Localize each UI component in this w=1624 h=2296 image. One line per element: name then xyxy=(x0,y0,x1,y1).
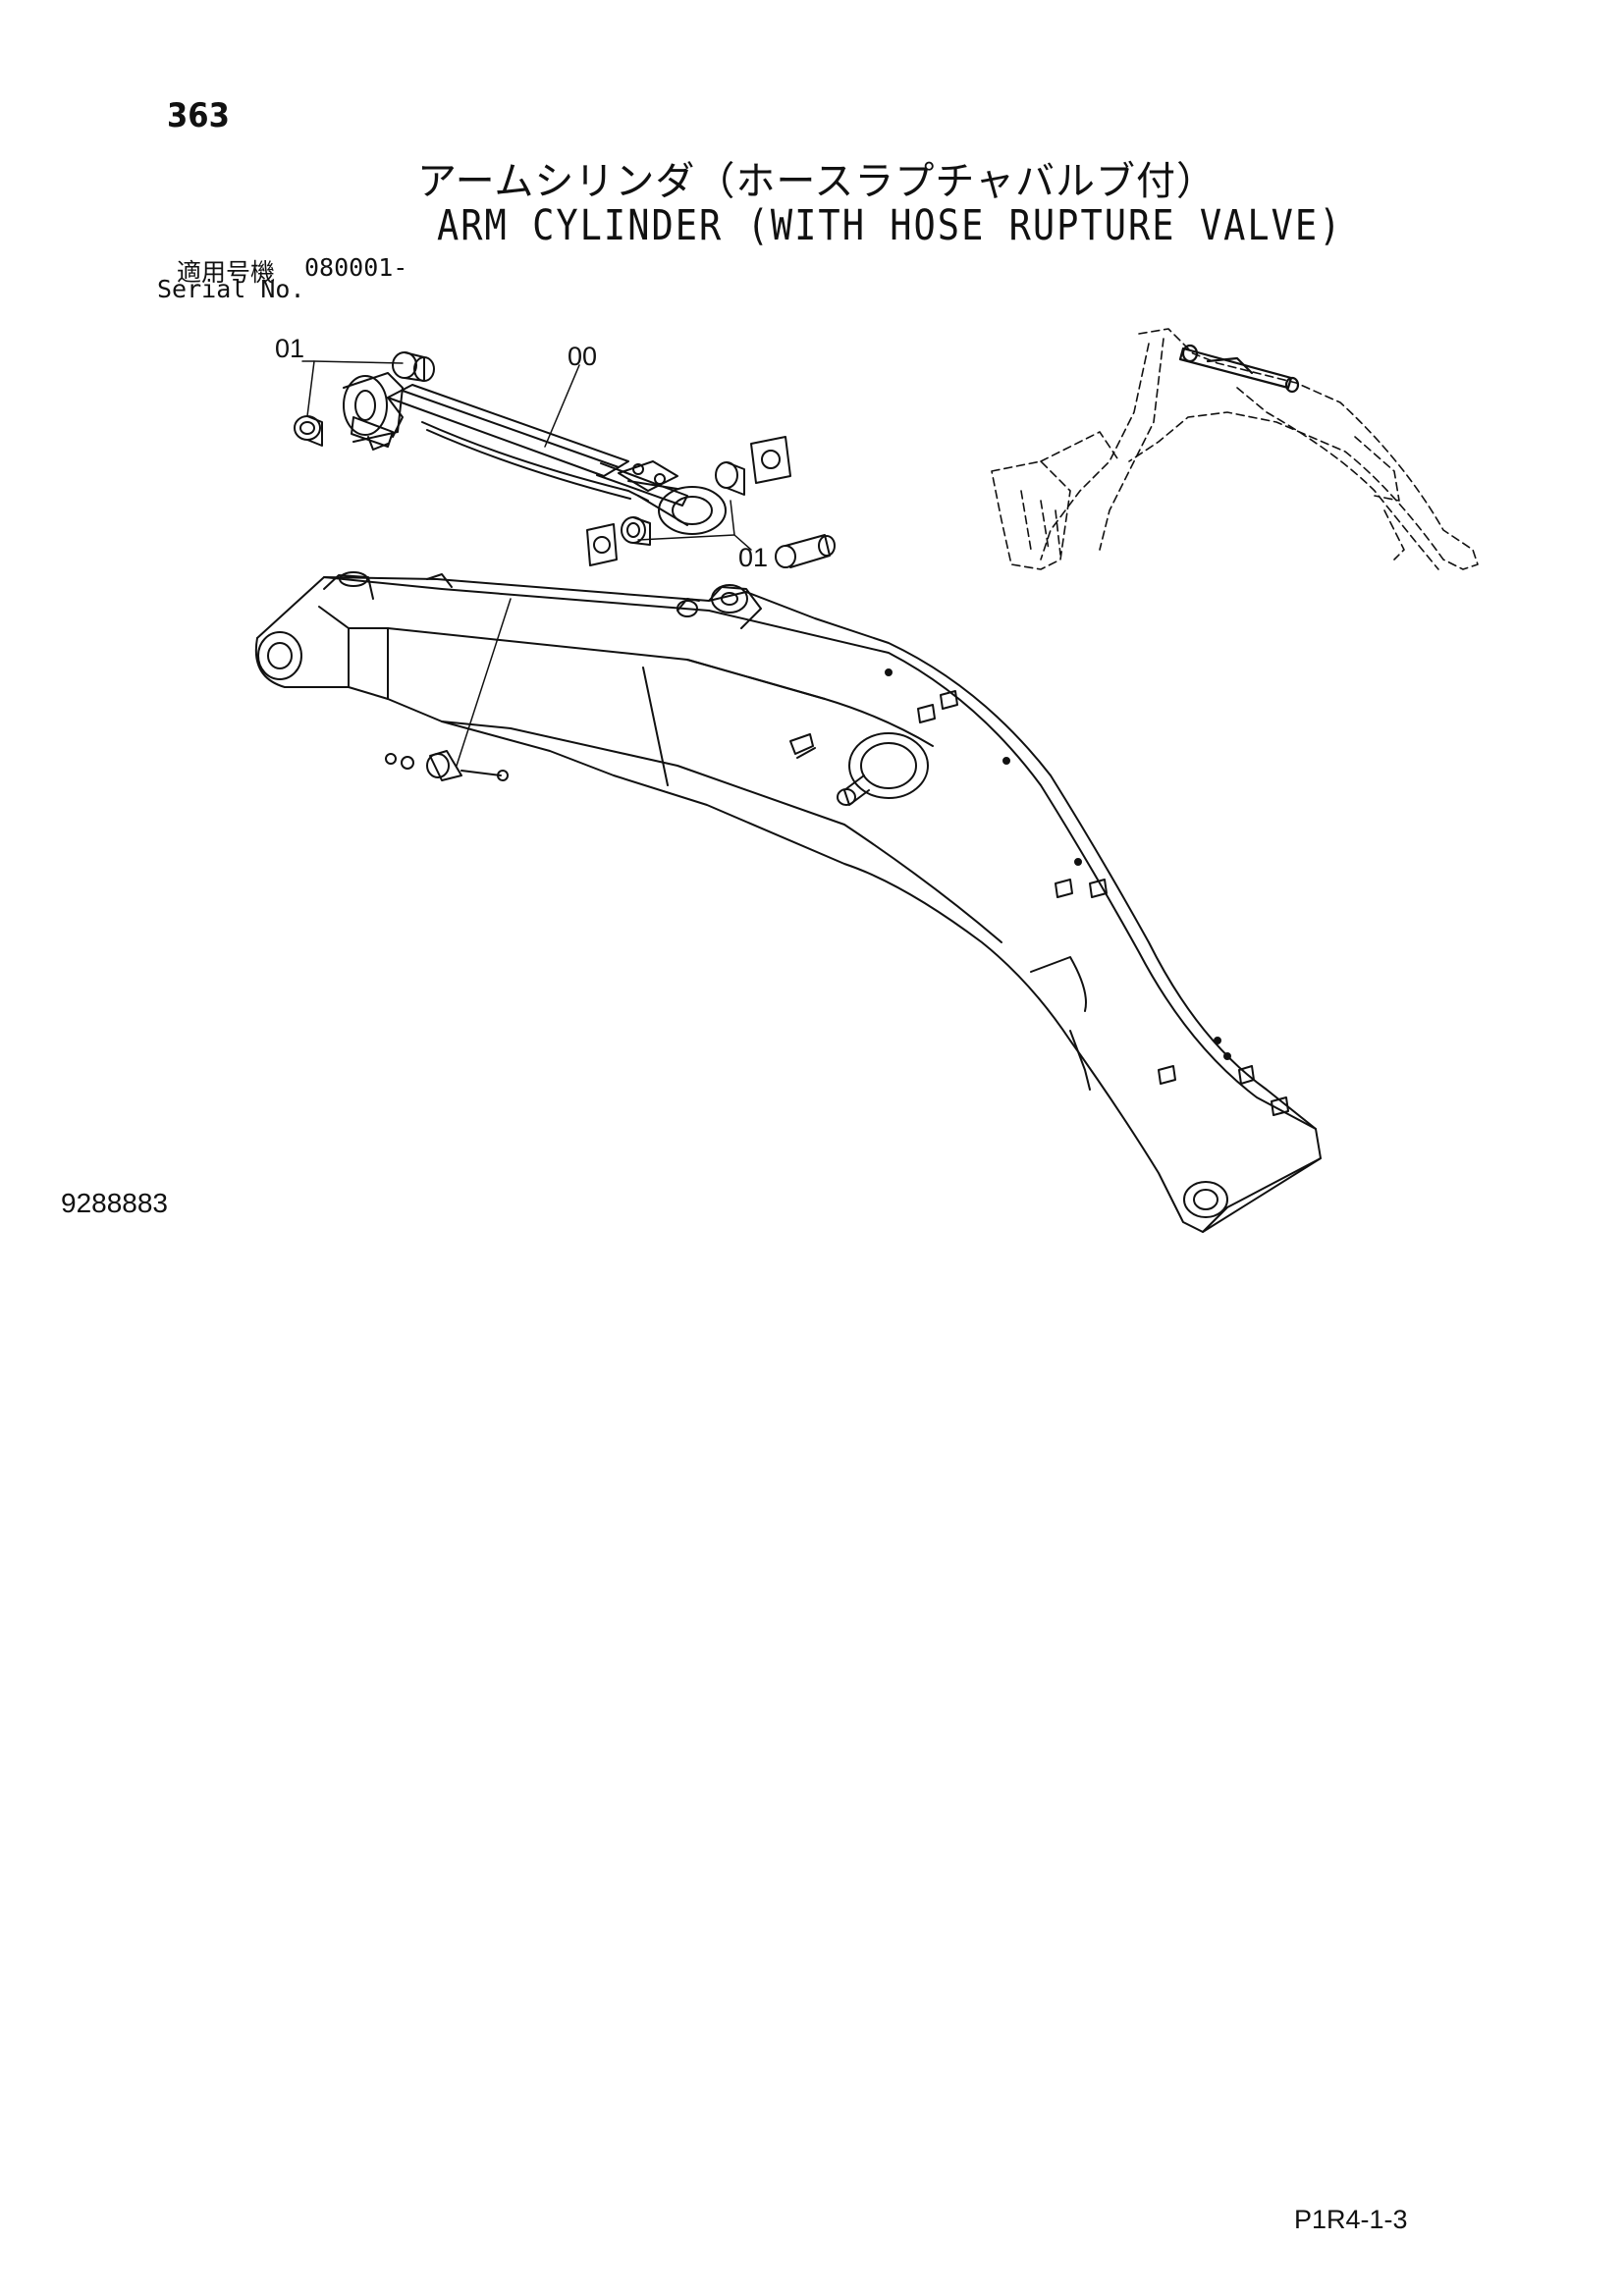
serial-label-english: Serial No. xyxy=(157,275,305,303)
title-english: ARM CYLINDER (WITH HOSE RUPTURE VALVE) xyxy=(437,201,1343,250)
serial-value: 080001- xyxy=(304,253,408,282)
bushing-right-lower xyxy=(622,517,650,545)
serial-label-japanese: 適用号機 xyxy=(177,258,276,287)
callout-00-cylinder: 00 xyxy=(568,342,598,371)
callout-leaders xyxy=(302,361,751,766)
document-number: 9288883 xyxy=(61,1188,169,1218)
hardware-nuts-bolt xyxy=(386,751,508,780)
bushing-left-lower xyxy=(295,416,322,446)
page-code: P1R4-1-3 xyxy=(1294,2205,1408,2234)
bushing-right-upper xyxy=(716,462,744,495)
excavator-arm xyxy=(256,572,1321,1232)
reference-cylinder-highlight xyxy=(1180,346,1298,392)
pin xyxy=(776,535,835,567)
arm-cylinder xyxy=(344,373,726,534)
callout-01-right: 01 xyxy=(738,543,769,572)
shim-plate-upper xyxy=(751,437,790,483)
reference-thumbnail xyxy=(992,329,1478,569)
title-japanese: アームシリンダ（ホースラプチャバルブ付） xyxy=(417,159,1217,204)
shim-plate-lower xyxy=(587,524,617,565)
bushing-left-upper xyxy=(393,352,434,381)
callout-01-top-left: 01 xyxy=(275,334,305,363)
page-number: 363 xyxy=(167,96,230,135)
